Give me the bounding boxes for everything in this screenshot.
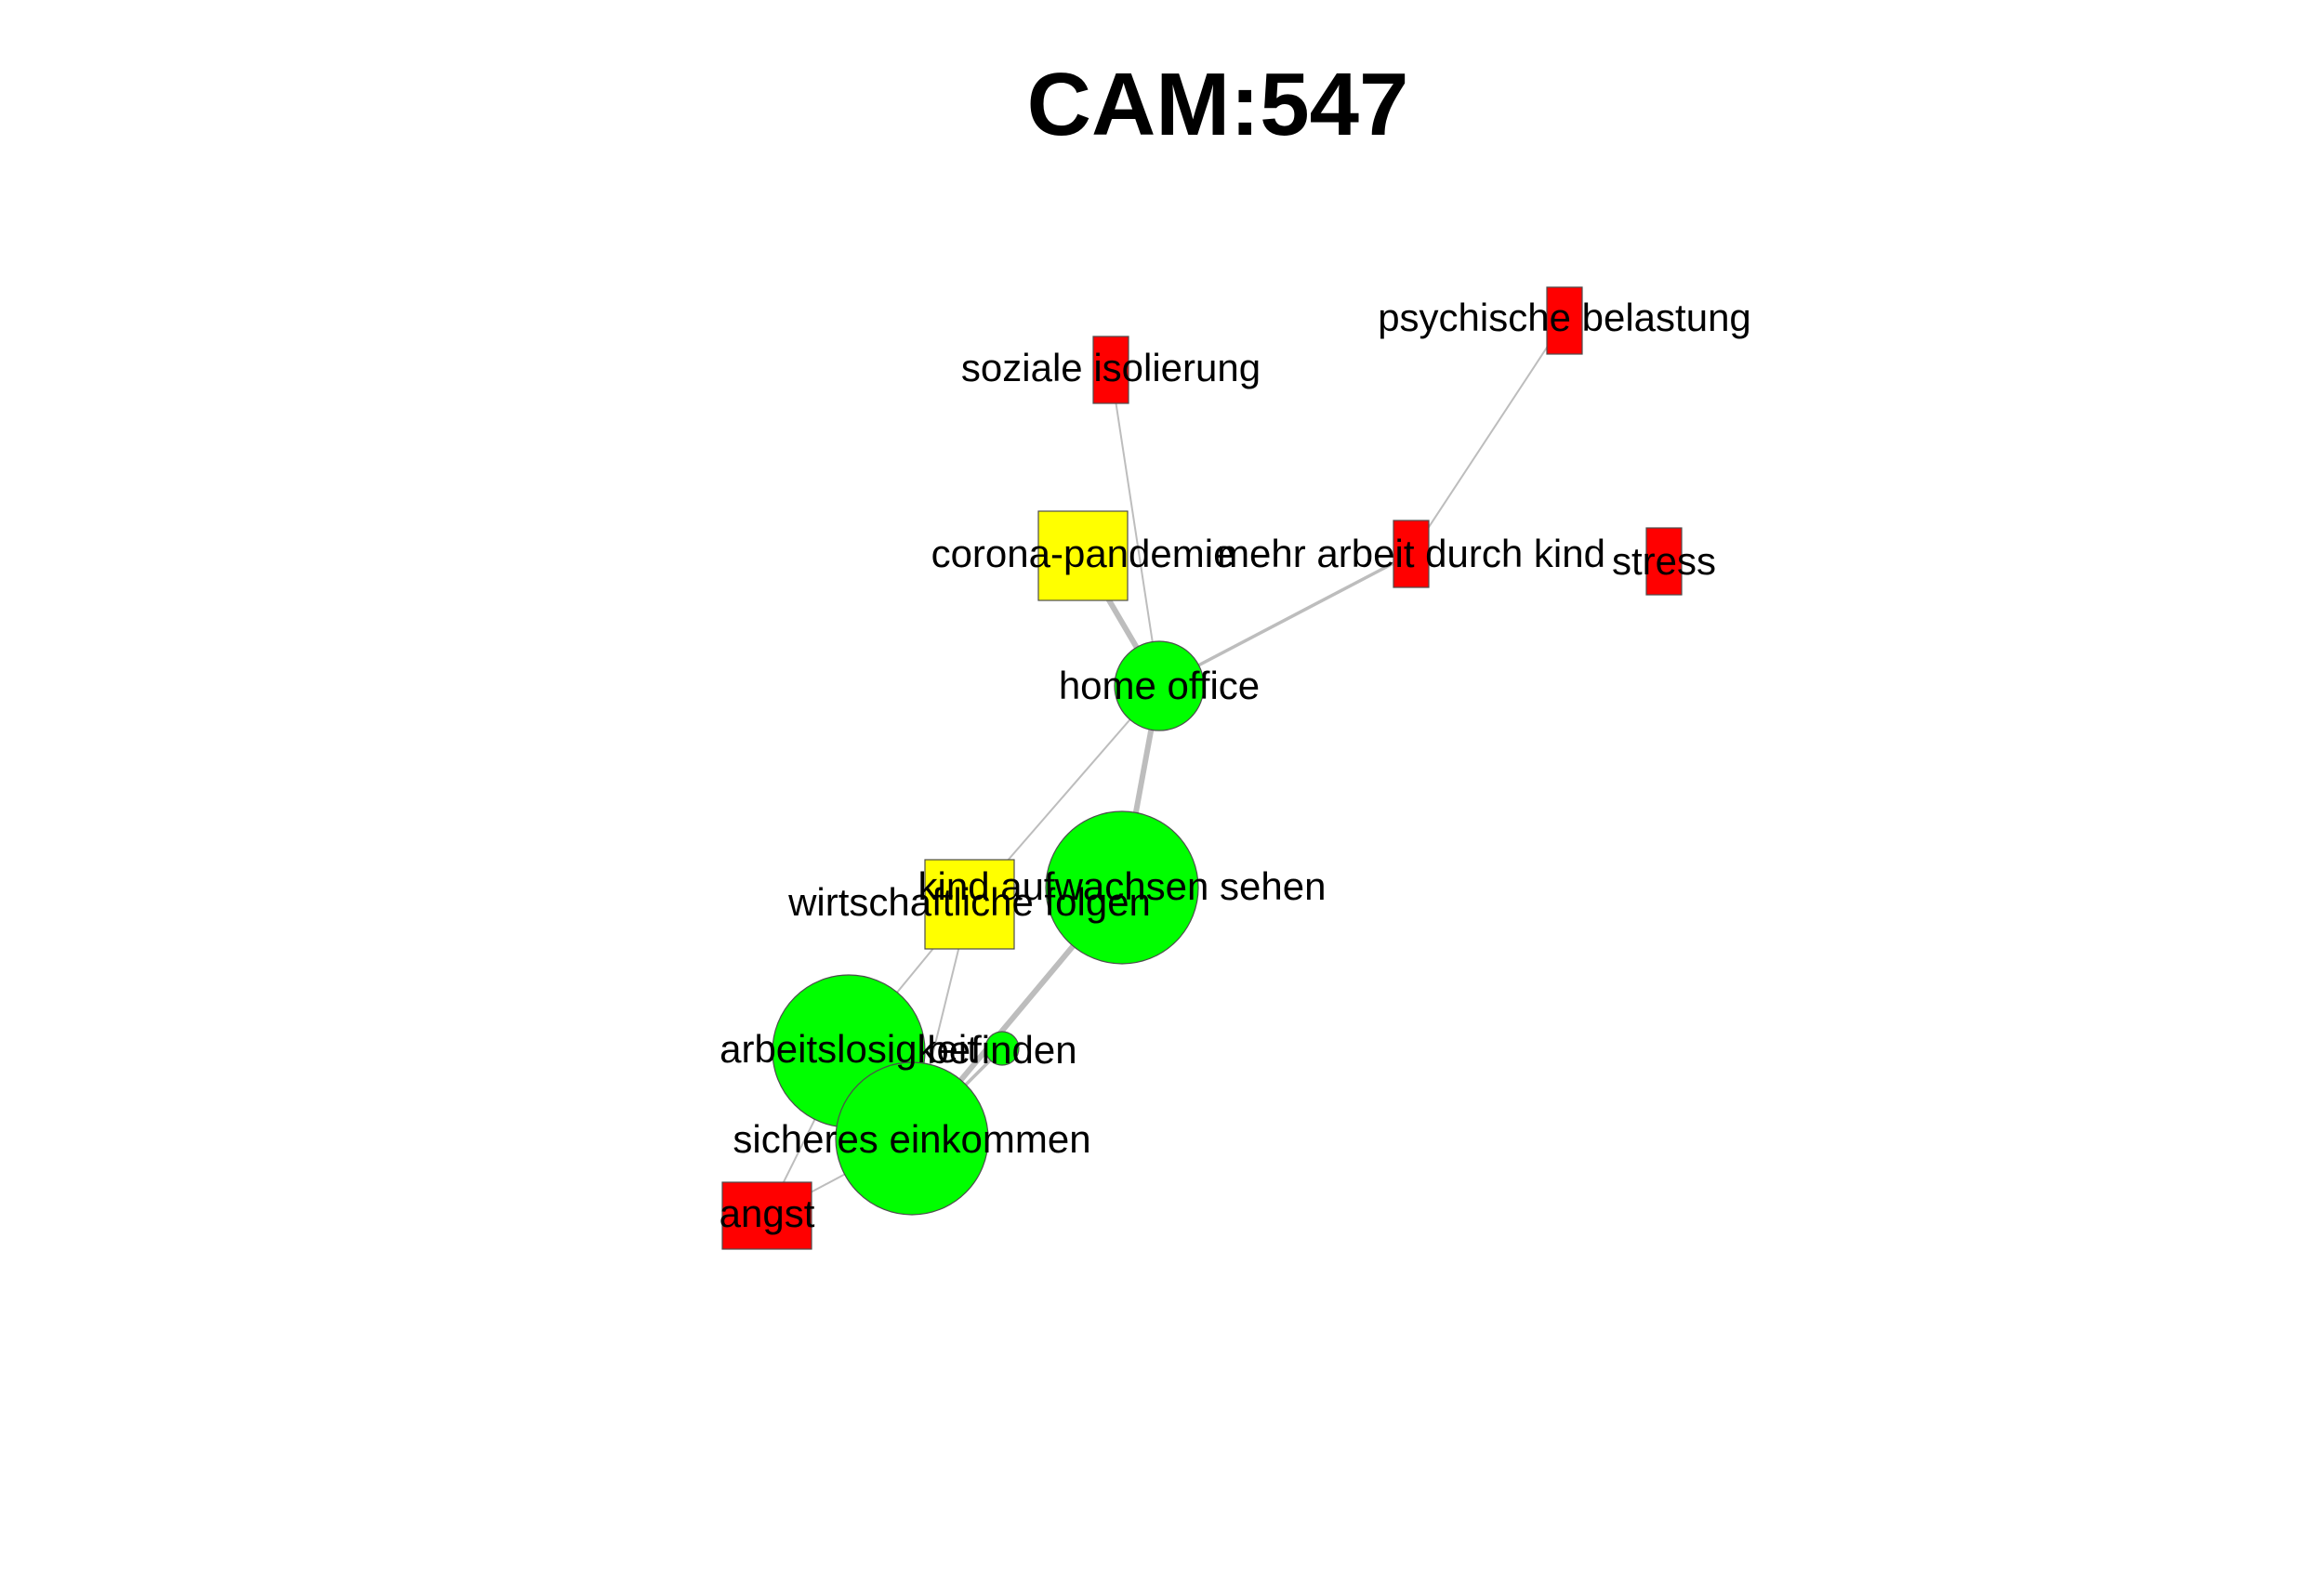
node-label-soziale-isolierung: soziale isolierung (961, 346, 1261, 389)
node-label-wirtschaftliche-folgen: wirtschaftliche folgen (787, 880, 1151, 924)
node-label-arbeitslosigkeit: arbeitslosigkeit (720, 1027, 978, 1071)
node-label-kind-aufwachsen-sehen: kind aufwachsen sehen (918, 864, 1327, 908)
node-home-office (1114, 640, 1205, 731)
node-mehr-arbeit-durch-kind (1393, 520, 1430, 588)
node-angst (721, 1181, 812, 1250)
edge-soziale-isolierung-to-home-office (1110, 369, 1160, 687)
node-wirtschaftliche-folgen (924, 859, 1015, 950)
edge-mehr-arbeit-durch-kind-to-home-office (1158, 552, 1412, 688)
node-befinden (984, 1031, 1020, 1066)
node-label-psychische-belastung: psychische belastung (1378, 296, 1751, 339)
node-label-angst: angst (720, 1192, 815, 1235)
node-label-home-office: home office (1059, 664, 1260, 707)
node-label-sicheres-einkommen: sicheres einkommen (733, 1117, 1090, 1161)
node-corona-pandemie (1037, 510, 1129, 601)
labels-layer: soziale isolierung psychische belastung co… (720, 296, 1751, 1235)
node-kind-aufwachsen-sehen (1045, 810, 1199, 965)
node-stress (1645, 527, 1683, 596)
nodes-layer (721, 286, 1683, 1250)
node-label-mehr-arbeit-durch-kind: mehr arbeit durch kind (1217, 532, 1605, 575)
node-soziale-isolierung (1092, 336, 1129, 404)
map-title: CAM:547 (1027, 55, 1409, 154)
node-psychische-belastung (1546, 286, 1583, 355)
edge-psychische-belastung-to-mehr-arbeit-durch-kind (1410, 320, 1565, 555)
node-label-corona-pandemie: corona-pandemie (931, 532, 1235, 575)
node-sicheres-einkommen (835, 1061, 989, 1216)
node-label-stress: stress (1612, 539, 1716, 583)
node-label-befinden: befinden (927, 1028, 1076, 1072)
